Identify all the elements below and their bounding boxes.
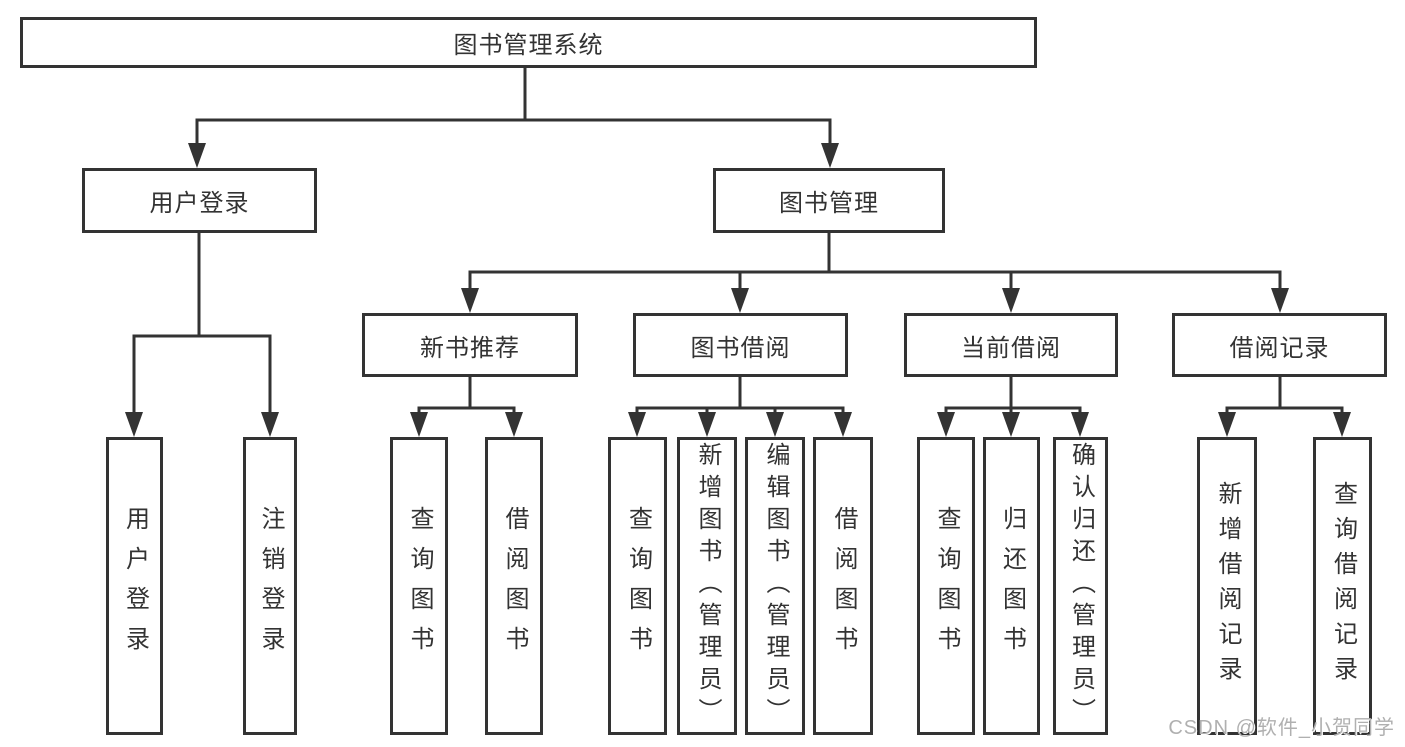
leaf-label: 借阅图书 bbox=[501, 506, 528, 666]
leaf-confirm-return-admin: 确认归还（管理员） bbox=[1053, 437, 1108, 735]
leaf-label: 新增图书（管理员） bbox=[694, 442, 721, 730]
leaf-user-login: 用户登录 bbox=[106, 437, 163, 735]
node-label: 图书管理 bbox=[779, 190, 879, 217]
leaf-add-borrow-record: 新增借阅记录 bbox=[1197, 437, 1257, 735]
leaf-label: 用户登录 bbox=[121, 506, 149, 666]
leaf-label: 借阅图书 bbox=[830, 506, 857, 666]
leaf-label: 编辑图书（管理员） bbox=[762, 442, 789, 730]
node-label: 借阅记录 bbox=[1229, 334, 1330, 362]
leaf-label: 查询借阅记录 bbox=[1329, 481, 1357, 691]
leaf-edit-books-admin: 编辑图书（管理员） bbox=[745, 437, 805, 735]
node-label: 用户登录 bbox=[149, 190, 250, 217]
node-book-management: 图书管理 bbox=[713, 168, 945, 233]
node-new-book-recommend: 新书推荐 bbox=[362, 313, 578, 377]
watermark: CSDN @软件_小贺同学 bbox=[1168, 717, 1395, 739]
leaf-query-books-3: 查询图书 bbox=[917, 437, 975, 735]
node-root: 图书管理系统 bbox=[20, 17, 1037, 68]
node-label: 图书借阅 bbox=[690, 334, 791, 362]
leaf-label: 查询图书 bbox=[406, 506, 433, 666]
node-user-login-group: 用户登录 bbox=[82, 168, 317, 233]
leaf-borrow-books-1: 借阅图书 bbox=[485, 437, 543, 735]
arrowheads bbox=[125, 143, 1351, 437]
leaf-query-books-2: 查询图书 bbox=[608, 437, 667, 735]
leaf-label: 新增借阅记录 bbox=[1214, 481, 1241, 691]
leaf-label: 确认归还（管理员） bbox=[1067, 442, 1095, 730]
node-borrow-records: 借阅记录 bbox=[1172, 313, 1387, 377]
leaf-add-books-admin: 新增图书（管理员） bbox=[677, 437, 737, 735]
node-label: 新书推荐 bbox=[420, 334, 520, 362]
leaf-label: 归还图书 bbox=[998, 506, 1026, 666]
leaf-return-books: 归还图书 bbox=[983, 437, 1040, 735]
leaf-label: 查询图书 bbox=[933, 506, 960, 666]
leaf-label: 查询图书 bbox=[624, 506, 652, 666]
node-book-borrow: 图书借阅 bbox=[633, 313, 848, 377]
leaf-query-borrow-record: 查询借阅记录 bbox=[1313, 437, 1372, 735]
leaf-query-books-1: 查询图书 bbox=[390, 437, 448, 735]
leaf-borrow-books-2: 借阅图书 bbox=[813, 437, 873, 735]
node-label: 当前借阅 bbox=[961, 334, 1061, 362]
leaf-logout: 注销登录 bbox=[243, 437, 297, 735]
node-current-borrow: 当前借阅 bbox=[904, 313, 1118, 377]
leaf-label: 注销登录 bbox=[257, 506, 284, 666]
node-root-label: 图书管理系统 bbox=[453, 32, 604, 59]
